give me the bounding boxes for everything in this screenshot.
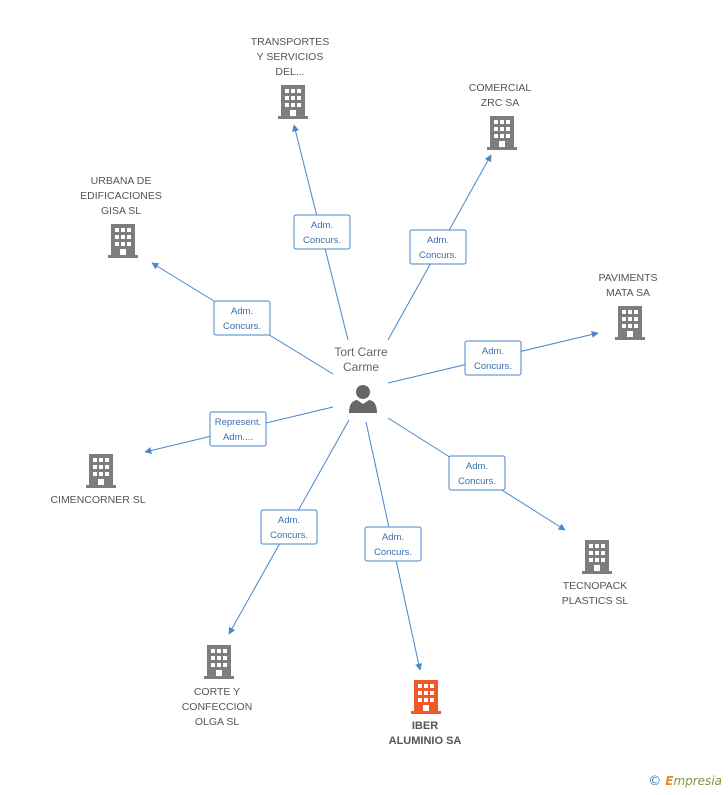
building-icon xyxy=(411,680,441,714)
relation-label-text: Concurs. xyxy=(223,321,261,332)
relation-label-text: Adm. xyxy=(482,346,504,357)
relation-label-text: Represent. xyxy=(215,417,261,428)
edge-comercial-zrc: Adm. Concurs. xyxy=(387,154,492,341)
edge-corte: Adm. Concurs. xyxy=(228,419,350,635)
copyright-icon: © xyxy=(648,774,662,789)
company-name-text: URBANA DE xyxy=(91,175,152,187)
relation-label-text: Adm. xyxy=(466,461,488,472)
edge-iber: Adm. Concurs. xyxy=(364,421,423,671)
company-node-paviments[interactable]: PAVIMENTS MATA SA xyxy=(598,272,658,340)
relation-label-box xyxy=(364,526,422,562)
company-node-comercial-zrc[interactable]: COMERCIAL ZRC SA xyxy=(469,82,532,150)
person-name-text: Carme xyxy=(343,360,379,374)
company-node-cimencorner[interactable]: CIMENCORNER SL xyxy=(50,454,146,506)
company-node-transportes[interactable]: TRANSPORTES Y SERVICIOS DEL... xyxy=(251,36,330,119)
relation-label[interactable]: Adm. Concurs. xyxy=(409,229,467,265)
building-icon xyxy=(278,85,308,119)
relation-label-text: Concurs. xyxy=(374,547,412,558)
relation-label[interactable]: Adm. Concurs. xyxy=(260,509,318,545)
relation-label-box xyxy=(409,229,467,265)
company-name-text: Y SERVICIOS xyxy=(257,51,324,63)
relation-label-box xyxy=(209,411,267,447)
building-icon xyxy=(487,116,517,150)
company-node-iber[interactable]: IBER ALUMINIO SA xyxy=(389,680,462,747)
company-name-text: EDIFICACIONES xyxy=(80,190,162,202)
company-name-text: GISA SL xyxy=(101,205,141,217)
edge-tecnopack: Adm. Concurs. xyxy=(387,417,566,531)
brand-logo-letter: E xyxy=(665,774,674,788)
edge-transportes: Adm. Concurs. xyxy=(292,124,351,341)
edge-urbana: Adm. Concurs. xyxy=(151,262,334,375)
brand-watermark: ©Empresia xyxy=(648,774,722,789)
company-name-text: MATA SA xyxy=(606,287,650,299)
relation-label-box xyxy=(464,340,522,376)
relation-label-text: Concurs. xyxy=(270,530,308,541)
brand-logo-text: mpresia xyxy=(673,774,722,788)
person-icon xyxy=(349,385,377,413)
company-name-text: DEL... xyxy=(275,66,304,78)
relation-label-text: Concurs. xyxy=(458,476,496,487)
company-name-text: OLGA SL xyxy=(195,716,240,728)
relation-label-box xyxy=(213,300,271,336)
relation-label[interactable]: Adm. Concurs. xyxy=(293,214,351,250)
person-name-text: Tort Carre xyxy=(334,345,388,359)
relation-label-text: Adm. xyxy=(382,532,404,543)
company-name-text: COMERCIAL xyxy=(469,82,532,94)
company-name-text: ZRC SA xyxy=(481,97,520,109)
relation-label[interactable]: Adm. Concurs. xyxy=(448,455,506,491)
relation-label[interactable]: Adm. Concurs. xyxy=(364,526,422,562)
company-node-corte[interactable]: CORTE Y CONFECCION OLGA SL xyxy=(182,645,253,728)
building-icon xyxy=(582,540,612,574)
company-name-text: PAVIMENTS xyxy=(598,272,657,284)
building-icon xyxy=(615,306,645,340)
relation-label-text: Concurs. xyxy=(303,235,341,246)
relation-label-text: Adm.... xyxy=(223,432,253,443)
relation-label[interactable]: Represent. Adm.... xyxy=(209,411,267,447)
company-name-text: CIMENCORNER SL xyxy=(50,494,145,506)
relation-label-text: Adm. xyxy=(231,306,253,317)
building-icon xyxy=(86,454,116,488)
edge-paviments: Adm. Concurs. xyxy=(387,331,599,384)
building-icon xyxy=(108,224,138,258)
company-node-tecnopack[interactable]: TECNOPACK PLASTICS SL xyxy=(562,540,629,607)
company-name-text: TRANSPORTES xyxy=(251,36,330,48)
relation-label-box xyxy=(293,214,351,250)
relation-label-box xyxy=(448,455,506,491)
company-name-text: ALUMINIO SA xyxy=(389,735,462,747)
relation-label[interactable]: Adm. Concurs. xyxy=(213,300,271,336)
relation-label-text: Adm. xyxy=(427,235,449,246)
company-name-text: CORTE Y xyxy=(194,686,240,698)
company-name-text: IBER xyxy=(412,720,438,732)
relation-label-box xyxy=(260,509,318,545)
relation-label-text: Adm. xyxy=(311,220,333,231)
company-node-urbana[interactable]: URBANA DE EDIFICACIONES GISA SL xyxy=(80,175,162,258)
company-name-text: PLASTICS SL xyxy=(562,595,629,607)
building-icon xyxy=(204,645,234,679)
edge-cimencorner: Represent. Adm.... xyxy=(144,406,334,454)
relation-label[interactable]: Adm. Concurs. xyxy=(464,340,522,376)
relation-label-text: Concurs. xyxy=(474,361,512,372)
company-name-text: TECNOPACK xyxy=(563,580,628,592)
relation-label-text: Adm. xyxy=(278,515,300,526)
relation-label-text: Concurs. xyxy=(419,250,457,261)
company-name-text: CONFECCION xyxy=(182,701,253,713)
